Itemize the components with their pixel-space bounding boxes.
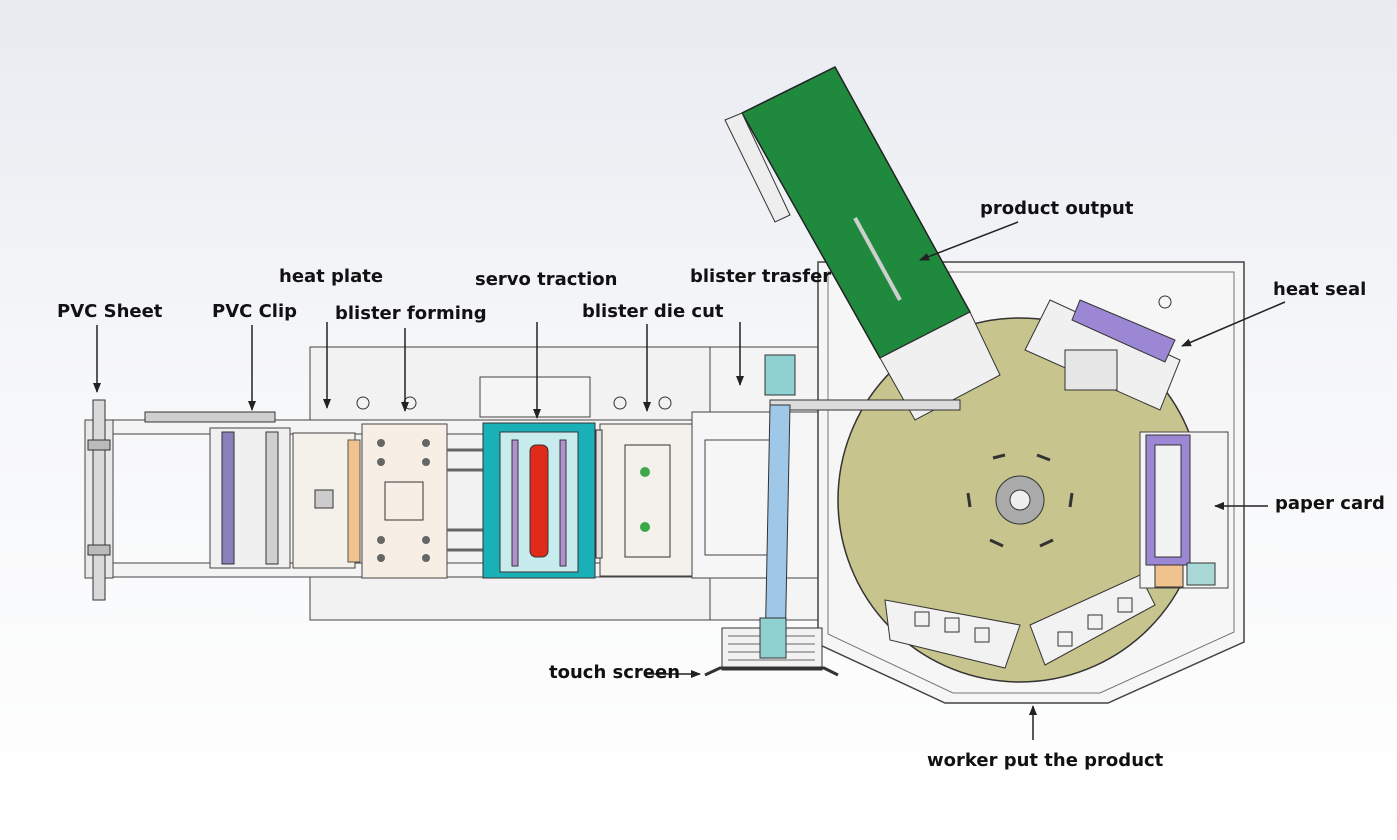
heat-plate-unit	[292, 432, 361, 569]
blister-forming-unit	[361, 423, 448, 579]
touch-screen-device	[704, 617, 839, 677]
label-pvc-clip: PVC Clip	[212, 301, 298, 322]
paper-card-unit	[1139, 431, 1229, 589]
label-pvc-sheet: PVC Sheet	[57, 301, 163, 322]
label-heat-plate: heat plate	[279, 266, 384, 287]
servo-traction-unit	[482, 422, 596, 579]
label-servo-traction: servo traction	[475, 269, 618, 290]
leader-arrows	[93, 221, 1286, 740]
label-blister-die-cut: blister die cut	[582, 301, 724, 322]
label-worker-put-the-product: worker put the product	[927, 750, 1164, 771]
label-paper-card: paper card	[1275, 493, 1385, 514]
label-touch-screen: touch screen	[549, 662, 681, 683]
pvc-sheet-roll	[84, 399, 114, 601]
label-product-output: product output	[980, 198, 1134, 219]
label-blister-forming: blister forming	[335, 303, 487, 324]
label-blister-trasfer: blister trasfer	[690, 266, 832, 287]
heat-seal-unit	[1024, 299, 1181, 411]
guide-rods	[447, 448, 485, 552]
label-heat-seal: heat seal	[1273, 279, 1367, 300]
pvc-clip	[144, 411, 291, 569]
blister-die-cut-unit	[595, 423, 693, 577]
product-output-conveyor	[724, 66, 1001, 421]
